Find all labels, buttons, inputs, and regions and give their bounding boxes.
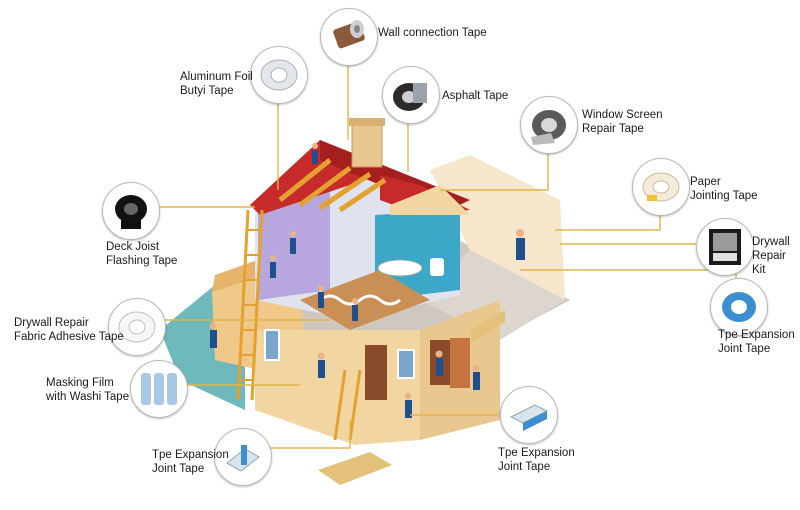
masking-film-washi-tape-label: Masking Film with Washi Tape [46, 377, 130, 403]
front-window [397, 349, 415, 379]
foil-tape-roll-icon [260, 59, 298, 91]
drywall-repair-fabric-adhesive-tape-circle [108, 298, 166, 356]
asphalt-tape-circle [382, 66, 440, 124]
black-tape-roll-icon [115, 195, 147, 229]
blue-joint-tape-icon [722, 292, 756, 322]
deck-joist-flashing-tape-label: Deck Joist Flashing Tape [106, 241, 178, 267]
drywall-repair-fabric-adhesive-tape-label: Drywall Repair Fabric Adhesive Tape [14, 317, 124, 343]
wall-connection-tape-circle [320, 8, 378, 66]
aluminum-foil-butyl-tape-circle [250, 46, 308, 104]
heated-floor [300, 270, 430, 330]
tpe-expansion-joint-tape-bottom-center-label: Tpe Expansion Joint Tape [498, 447, 575, 473]
deck-joist-flashing-tape-circle [102, 182, 160, 240]
chimney [351, 121, 383, 168]
tpe-expansion-joint-tape-bottom-center-circle [500, 386, 558, 444]
asphalt-tape-label: Asphalt Tape [442, 90, 509, 102]
aluminum-foil-butyl-tape-label: Aluminum Foil Butyi Tape [180, 71, 253, 97]
tpe-expansion-joint-tape-bottom-left-circle [214, 428, 272, 486]
corner-joint-tape-icon [226, 445, 260, 472]
wood-planks [318, 452, 392, 485]
angle-joint-tape-icon [509, 404, 549, 431]
paper-jointing-tape-circle [632, 158, 690, 216]
window-screen-repair-tape-label: Window Screen Repair Tape [582, 109, 663, 135]
screen-tape-roll-icon [531, 110, 566, 145]
workers [210, 150, 525, 418]
masking-film-washi-tape-circle [130, 360, 188, 418]
film-rolls-icon [141, 373, 177, 405]
paper-tape-roll-icon [642, 172, 680, 202]
window-screen-repair-tape-circle [520, 96, 578, 154]
repair-kit-icon [709, 229, 741, 265]
bathroom-wall [375, 210, 460, 300]
right-room-wall [430, 155, 565, 300]
drywall-repair-kit-label: Drywall Repair Kit [752, 236, 790, 276]
paper-jointing-tape-label: Paper Jointing Tape [690, 176, 758, 202]
wall-connection-tape-label: Wall connection Tape [378, 27, 487, 39]
drywall-repair-kit-circle [696, 218, 754, 276]
white-tape-roll-icon [118, 311, 156, 343]
tpe-expansion-joint-tape-right-circle [710, 278, 768, 336]
tpe-expansion-joint-tape-right-label: Tpe Expansion Joint Tape [718, 329, 795, 355]
brown-tape-roll-icon [333, 20, 365, 49]
tpe-expansion-joint-tape-bottom-left-label: Tpe Expansion Joint Tape [152, 449, 229, 475]
asphalt-tape-roll-icon [393, 83, 427, 111]
